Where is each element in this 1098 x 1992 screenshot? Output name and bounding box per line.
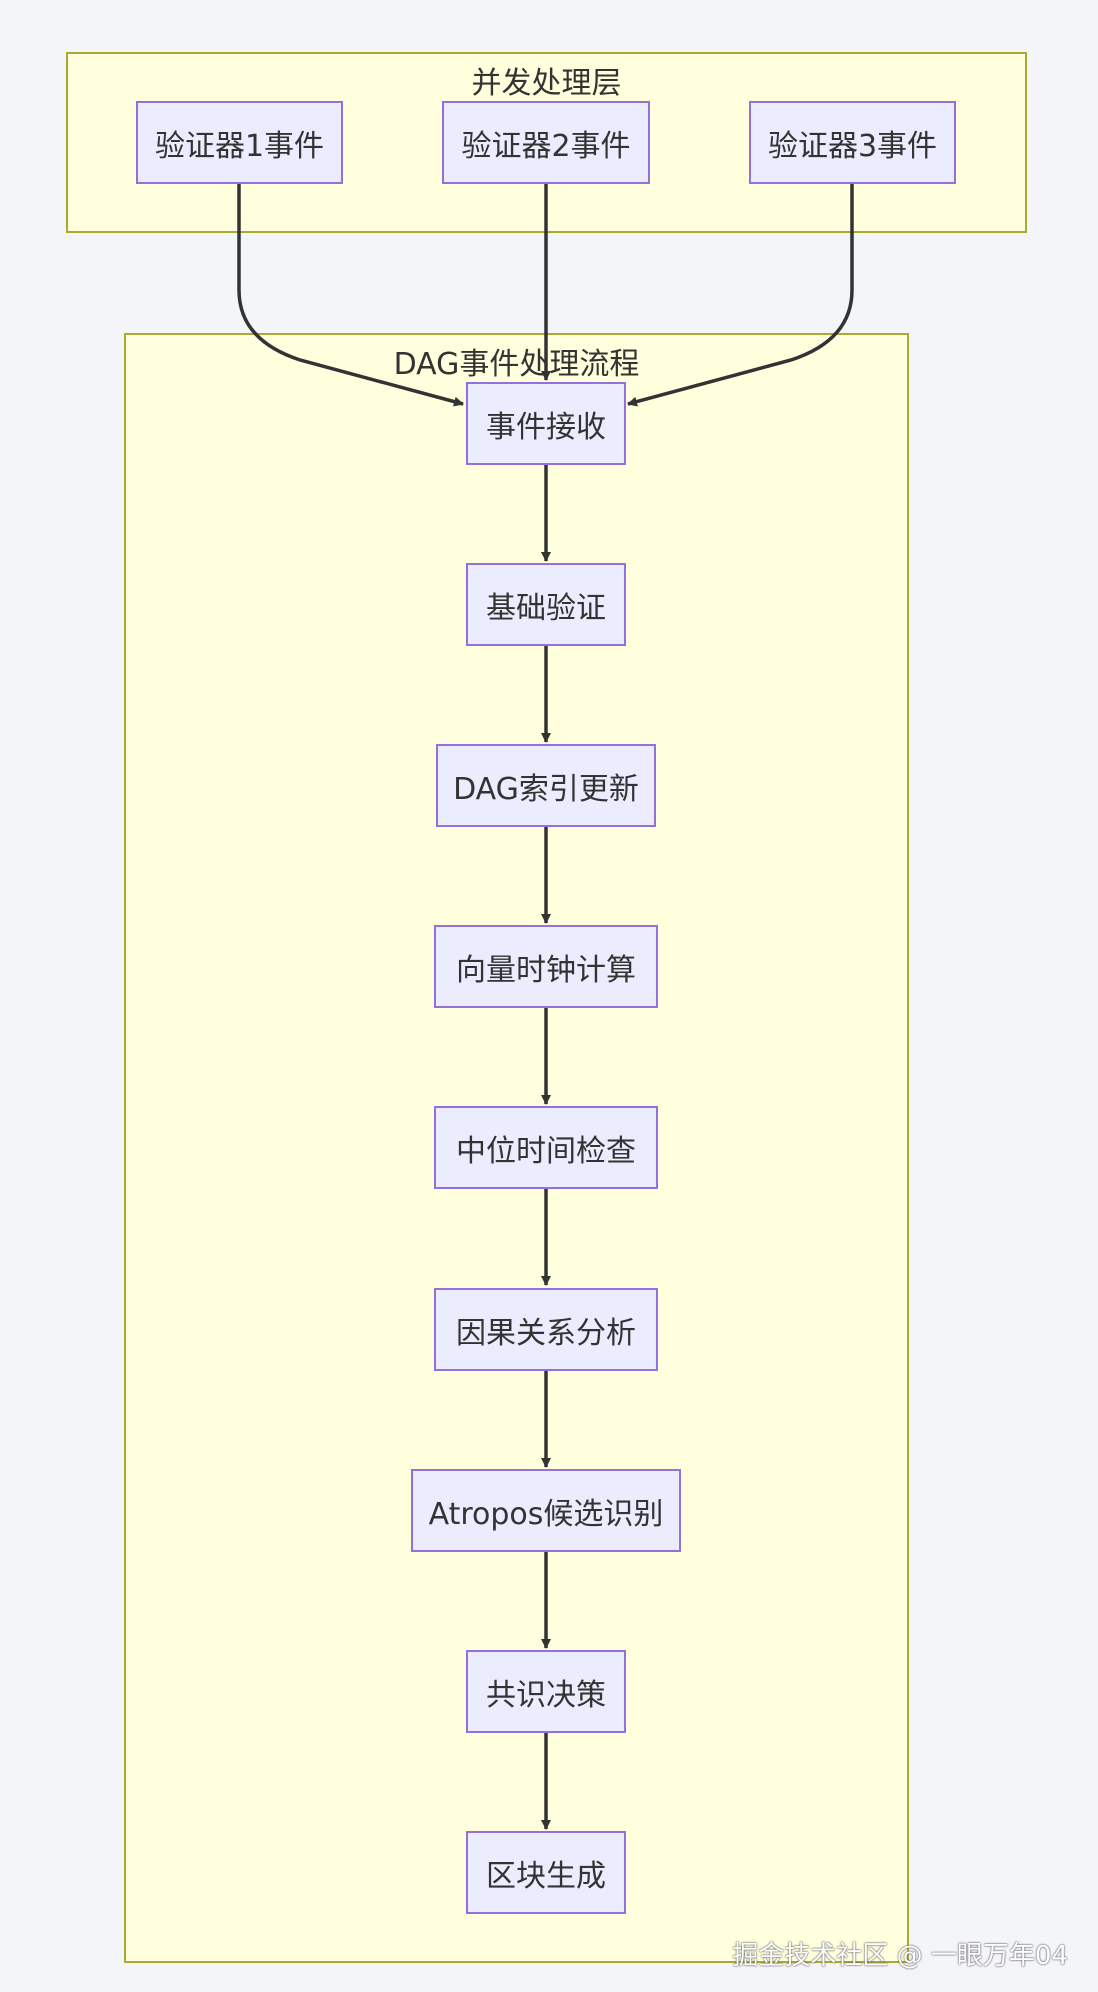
node-validator3-event: 验证器3事件	[749, 101, 956, 184]
node-median-time-check: 中位时间检查	[434, 1106, 658, 1189]
edge-validator1-to-receive	[237, 184, 464, 407]
watermark-text: 掘金技术社区 @ 一眼万年04	[732, 1941, 1068, 1971]
cluster-dag-flow-title: DAG事件处理流程	[393, 347, 640, 382]
node-event-receive: 事件接收	[466, 382, 626, 465]
node-validator2-event: 验证器2事件	[442, 101, 650, 184]
node-atropos-candidate: Atropos候选识别	[411, 1469, 681, 1552]
node-dag-index-update: DAG索引更新	[436, 744, 656, 827]
node-causality-analysis: 因果关系分析	[434, 1288, 658, 1371]
edge-validator3-to-receive	[627, 184, 854, 407]
node-consensus-decision: 共识决策	[466, 1650, 626, 1733]
node-basic-validation: 基础验证	[466, 563, 626, 646]
node-validator1-event: 验证器1事件	[136, 101, 343, 184]
node-vector-clock-calc: 向量时钟计算	[434, 925, 658, 1008]
node-block-generation: 区块生成	[466, 1831, 626, 1914]
cluster-concurrent-title: 并发处理层	[471, 66, 622, 101]
